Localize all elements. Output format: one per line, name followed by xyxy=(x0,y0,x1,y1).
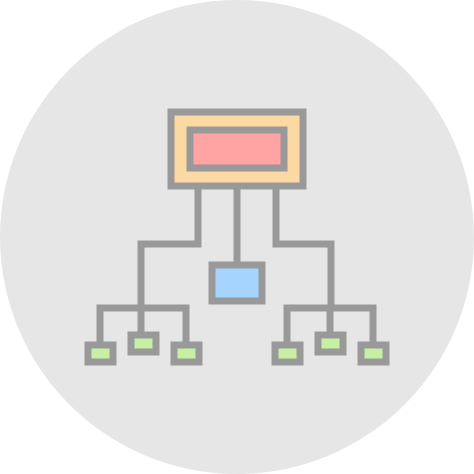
leaf-node-left-3 xyxy=(170,341,203,366)
leaf-node-left-1 xyxy=(84,341,117,366)
connector-right-branch xyxy=(272,186,335,308)
leaf-node-right-2 xyxy=(314,331,347,356)
connector-left-branch xyxy=(137,186,202,308)
leaf-node-right-3 xyxy=(357,341,390,366)
top-node-inner xyxy=(186,126,288,172)
leaf-node-right-1 xyxy=(271,341,304,366)
middle-node xyxy=(208,261,266,305)
top-node xyxy=(167,108,307,190)
connector-lines xyxy=(96,186,377,345)
leaf-nodes xyxy=(84,331,390,366)
leaf-node-left-2 xyxy=(127,331,160,356)
